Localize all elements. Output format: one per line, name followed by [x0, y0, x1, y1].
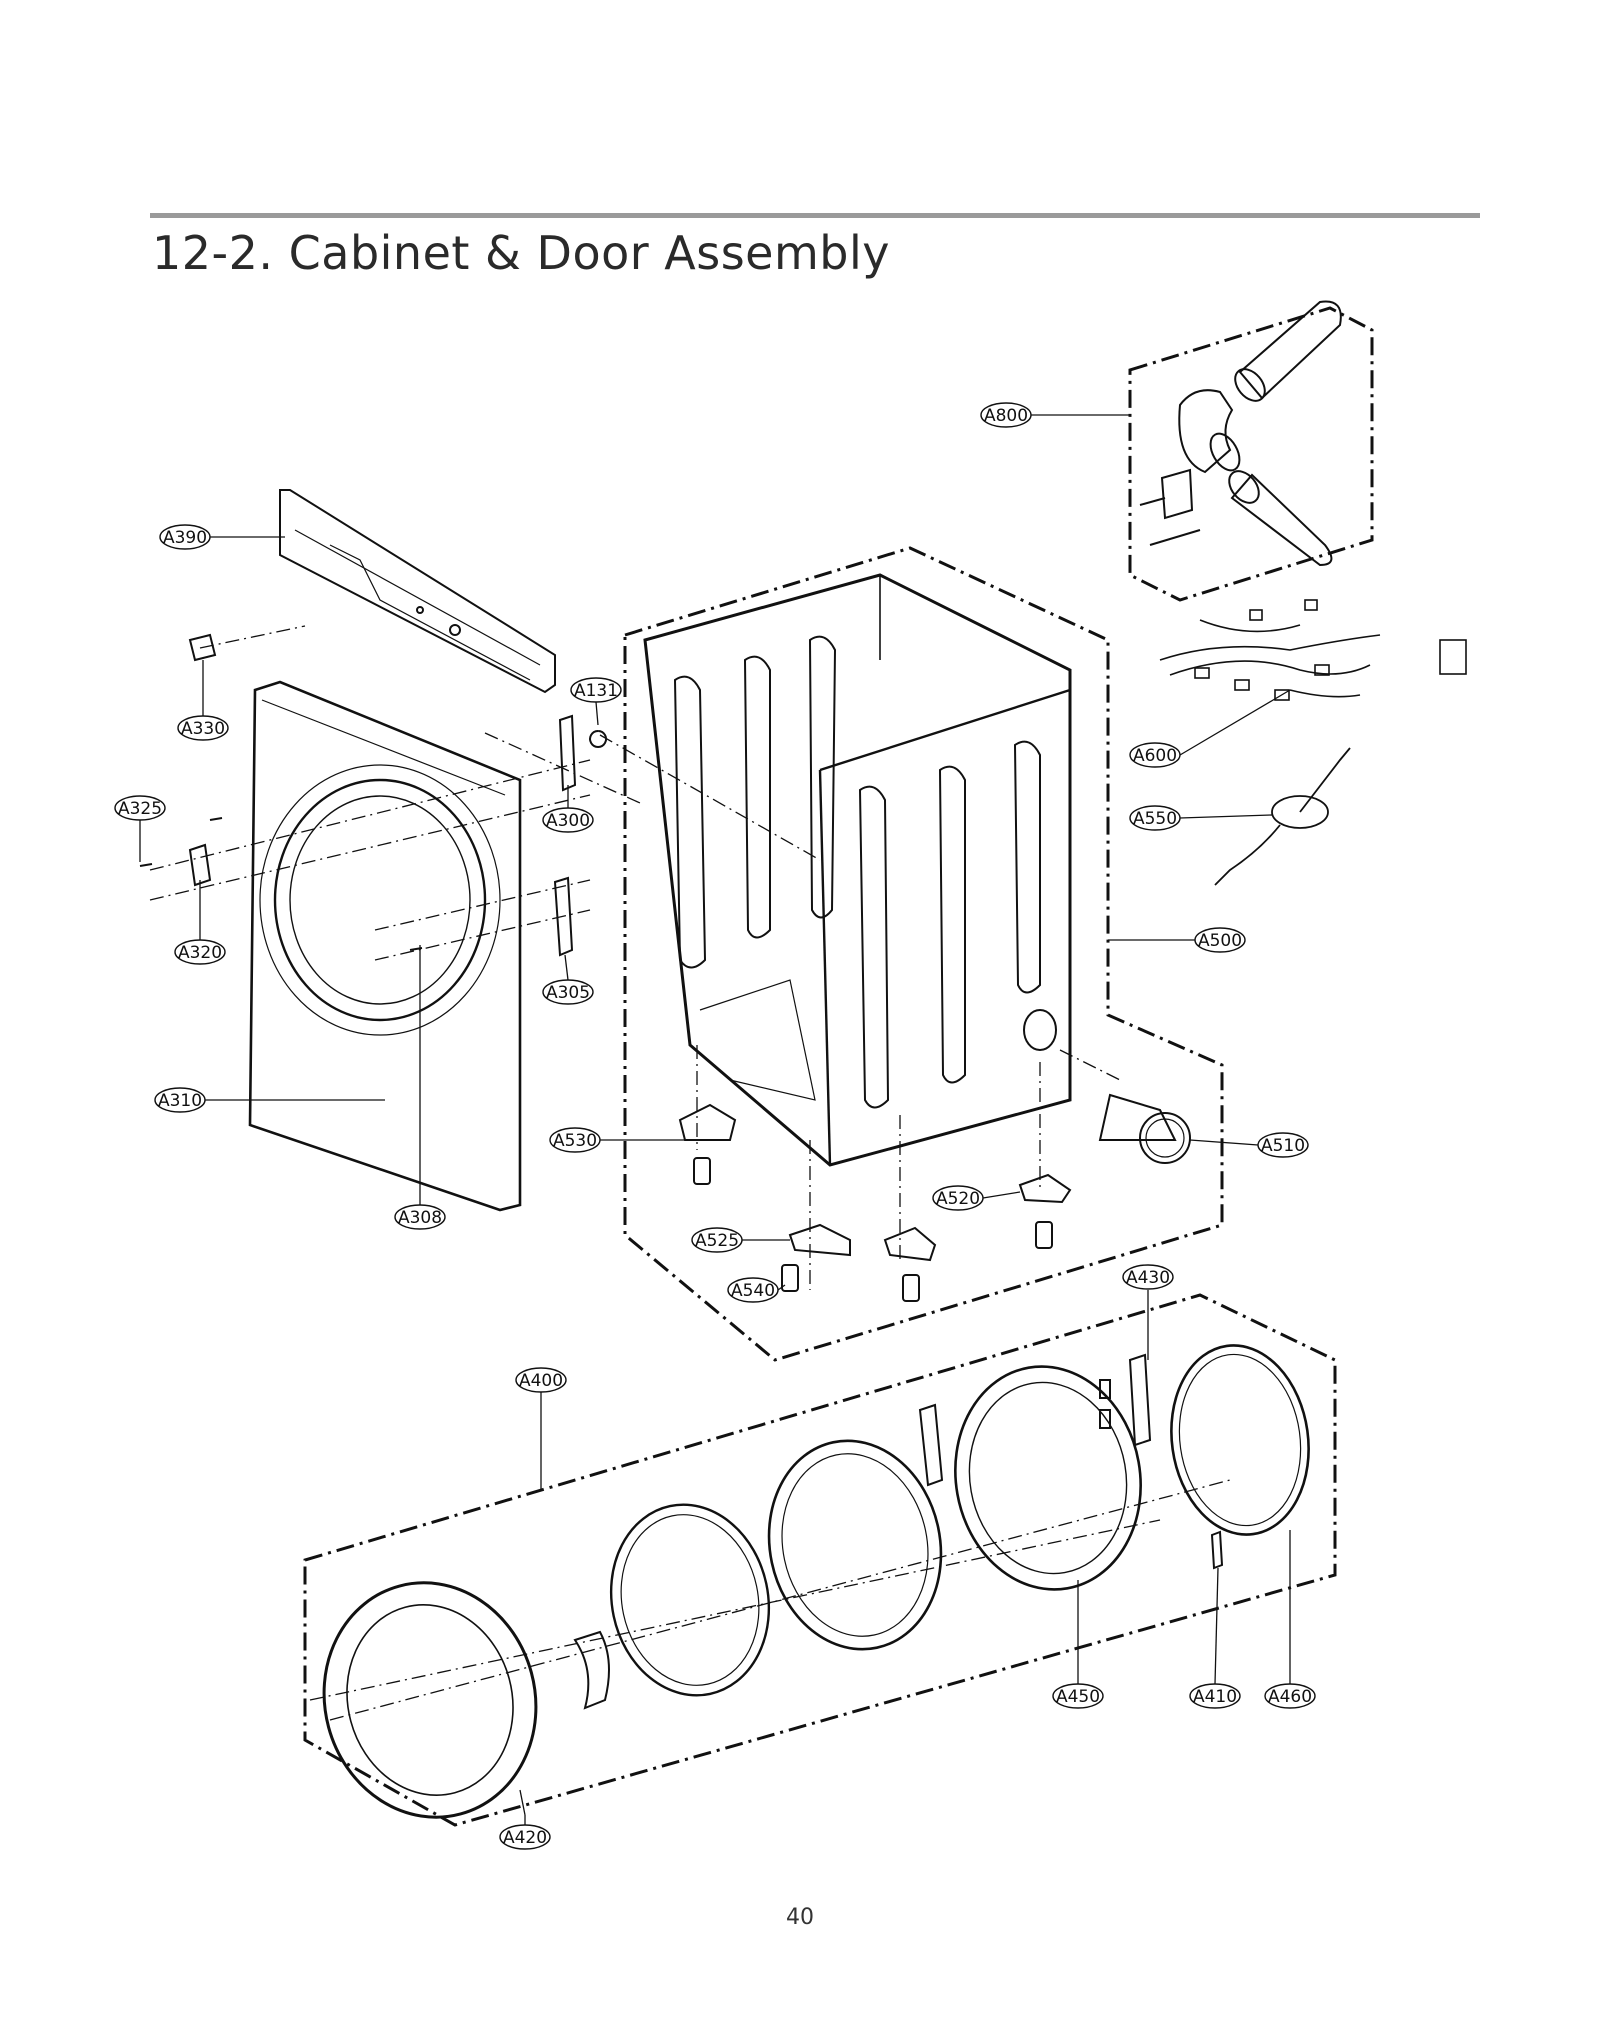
- svg-text:A550: A550: [1133, 809, 1177, 829]
- svg-text:A400: A400: [519, 1371, 563, 1391]
- door-inner-frame: [954, 1365, 1142, 1591]
- foot-a520: [1035, 1221, 1053, 1249]
- bracket-a530: [678, 1103, 737, 1141]
- callout-a500: A500: [1194, 927, 1246, 953]
- callout-a131: A131: [570, 677, 622, 703]
- svg-text:A410: A410: [1193, 1687, 1237, 1707]
- svg-text:A420: A420: [503, 1828, 547, 1848]
- callout-a420: A420: [499, 1824, 551, 1850]
- cabinet: [643, 573, 1072, 1167]
- foot-a530: [693, 1157, 711, 1185]
- projection-lines: [149, 625, 1231, 1721]
- svg-text:A520: A520: [936, 1189, 980, 1209]
- svg-text:A530: A530: [553, 1131, 597, 1151]
- svg-text:A330: A330: [181, 719, 225, 739]
- part-a330-block: [188, 633, 217, 662]
- callout-leaders: [139, 414, 1291, 1825]
- callout-a540: A540: [727, 1277, 779, 1303]
- power-cord: [1214, 747, 1351, 886]
- callout-a320: A320: [174, 939, 226, 965]
- svg-text:A430: A430: [1126, 1268, 1170, 1288]
- callout-a410: A410: [1189, 1683, 1241, 1709]
- svg-text:A308: A308: [398, 1208, 442, 1228]
- svg-text:A540: A540: [731, 1281, 775, 1301]
- callout-a550: A550: [1129, 805, 1181, 831]
- svg-text:A305: A305: [546, 983, 590, 1003]
- door-handle: [573, 1630, 610, 1710]
- small-parts-left: [139, 633, 607, 957]
- callout-a310: A310: [154, 1087, 206, 1113]
- wire-harness: [1159, 599, 1467, 701]
- svg-text:A310: A310: [158, 1091, 202, 1111]
- feet-and-brackets: [678, 1103, 1072, 1302]
- callout-a450: A450: [1052, 1683, 1104, 1709]
- callout-a520: A520: [932, 1185, 984, 1211]
- part-a320-bracket: [188, 843, 212, 887]
- callout-a400: A400: [515, 1367, 567, 1393]
- door-glass: [609, 1503, 771, 1697]
- svg-text:A390: A390: [163, 528, 207, 548]
- foot-center: [902, 1274, 920, 1302]
- part-a300-hinge: [558, 714, 577, 792]
- part-a131-nut: [589, 730, 607, 748]
- callout-a525: A525: [691, 1227, 743, 1253]
- callout-a325: A325: [114, 795, 166, 821]
- svg-text:A525: A525: [695, 1231, 739, 1251]
- callout-a390: A390: [159, 524, 211, 550]
- svg-text:A325: A325: [118, 799, 162, 819]
- svg-text:A300: A300: [546, 811, 590, 831]
- header-rule: [150, 213, 1480, 218]
- callout-a530: A530: [549, 1127, 601, 1153]
- bracket-center: [883, 1226, 937, 1262]
- top-plate: [279, 489, 556, 694]
- door-outer-ring: [322, 1581, 538, 1819]
- svg-text:A510: A510: [1261, 1136, 1305, 1156]
- door-hinge: [1128, 1353, 1152, 1447]
- door-inner-bowl: [767, 1439, 943, 1651]
- callout-labels: A800 A390 A330 A131 A325 A300 A320 A305 …: [114, 402, 1316, 1850]
- front-panel: [248, 680, 522, 1212]
- callout-a330: A330: [177, 715, 229, 741]
- bracket-a525: [788, 1223, 851, 1257]
- svg-text:A800: A800: [984, 406, 1028, 426]
- callout-a300: A300: [542, 807, 594, 833]
- callout-a308: A308: [394, 1204, 446, 1230]
- exhaust-duct-kit: [1139, 300, 1342, 567]
- foot-a540: [781, 1264, 799, 1292]
- group-boundaries: [303, 306, 1374, 1827]
- duct-tube: [1098, 1093, 1191, 1164]
- part-a305-hinge: [553, 876, 574, 957]
- door-group-boundary: [303, 1293, 1337, 1827]
- door-parts: [322, 1344, 1310, 1819]
- svg-text:A500: A500: [1198, 931, 1242, 951]
- callout-a600: A600: [1129, 742, 1181, 768]
- callout-a460: A460: [1264, 1683, 1316, 1709]
- door-striker: [1210, 1530, 1224, 1570]
- callout-a305: A305: [542, 979, 594, 1005]
- exhaust-duct-group-boundary: [1128, 306, 1374, 602]
- page-title: 12-2. Cabinet & Door Assembly: [152, 226, 890, 280]
- svg-text:A320: A320: [178, 943, 222, 963]
- callout-a800: A800: [980, 402, 1032, 428]
- svg-text:A460: A460: [1268, 1687, 1312, 1707]
- door-gasket: [1170, 1344, 1310, 1536]
- cabinet-group-boundary: [623, 546, 1224, 1362]
- callout-a510: A510: [1257, 1132, 1309, 1158]
- bracket-a520: [1018, 1173, 1072, 1204]
- callout-a430: A430: [1122, 1264, 1174, 1290]
- svg-text:A450: A450: [1056, 1687, 1100, 1707]
- svg-text:A131: A131: [574, 681, 618, 701]
- svg-text:A600: A600: [1133, 746, 1177, 766]
- page-number: 40: [786, 1905, 814, 1930]
